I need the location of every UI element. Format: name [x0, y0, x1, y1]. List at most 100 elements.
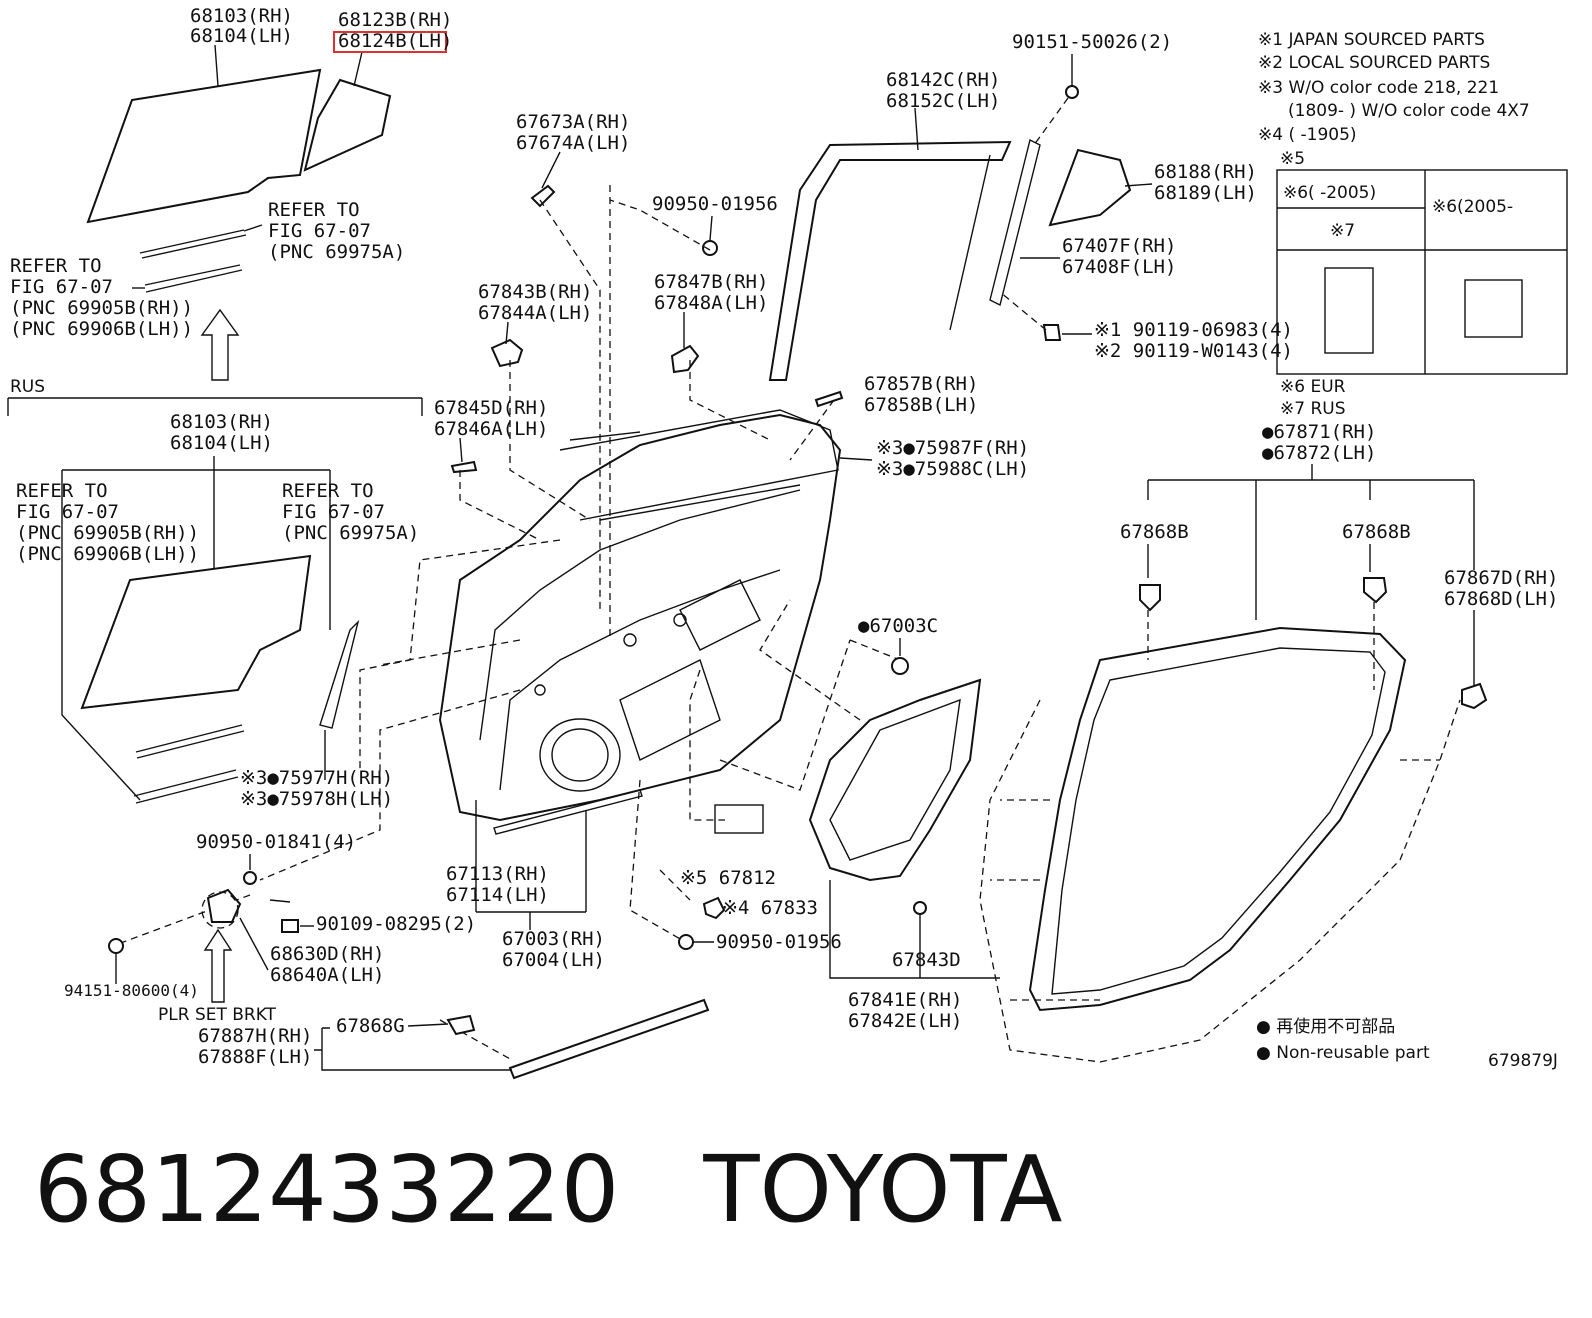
door-frame-moulding[interactable]	[768, 140, 1012, 381]
refer-to-label-d: REFER TO	[282, 480, 374, 502]
bolt-90119-icon[interactable]	[1042, 324, 1062, 341]
label-67844a-lh: 67844A(LH)	[478, 302, 592, 324]
quarter-glass-right[interactable]	[1048, 148, 1132, 227]
clip-67868b-b-icon[interactable]	[1363, 577, 1388, 604]
label-90950-01841: 90950-01841(4)	[196, 831, 356, 853]
label-67868b-b: 67868B	[1342, 521, 1411, 543]
label-67113-rh: 67113(RH)	[446, 863, 549, 885]
rus-door-glass[interactable]	[80, 554, 312, 710]
label-68640a-lh: 68640A(LH)	[270, 964, 384, 986]
label-90950-01956-a: 90950-01956	[652, 193, 778, 215]
label-67847b-rh: 67847B(RH)	[654, 271, 768, 293]
clip-67845d-icon[interactable]	[450, 460, 478, 474]
pnc-label-d: (PNC 69975A)	[282, 522, 419, 544]
highlight-box-68124b	[333, 31, 447, 53]
part-number: 6812433220	[34, 1136, 620, 1243]
door-glass-main[interactable]	[86, 68, 322, 224]
rear-door-glass-group	[86, 44, 392, 381]
label-67003c: ●67003C	[858, 615, 938, 637]
fig-label-d: FIG 67-07	[282, 501, 385, 523]
label-67887h-rh: 67887H(RH)	[198, 1025, 312, 1047]
diagram-ref-number: 679879J	[1488, 1051, 1558, 1071]
nut-90950-01956-icon[interactable]	[702, 240, 718, 256]
label-68142c-rh: 68142C(RH)	[886, 69, 1000, 91]
quarter-glass[interactable]	[303, 78, 392, 172]
label-67408f-lh: 67408F(LH)	[1062, 256, 1176, 278]
clip-67833-icon[interactable]	[702, 896, 726, 920]
label-68152c-lh: 68152C(LH)	[886, 90, 1000, 112]
label-68104-lh-rus: 68104(LH)	[170, 432, 273, 454]
screw-90151-icon[interactable]	[1065, 85, 1079, 99]
pnc-label-b1: (PNC 69905B(RH))	[10, 297, 193, 319]
label-67833: ※4 67833	[722, 897, 818, 919]
label-67858b-lh: 67858B(LH)	[864, 394, 978, 416]
label-67867d-rh: 67867D(RH)	[1444, 567, 1558, 589]
rear-door-panel[interactable]	[438, 409, 842, 822]
label-67871-rh: ●67871(RH)	[1262, 421, 1376, 443]
clip-67868b-a-icon[interactable]	[1139, 584, 1161, 612]
label-67812: ※5 67812	[680, 867, 776, 889]
label-67872-lh: ●67872(LH)	[1262, 442, 1376, 464]
rus-glass-strip-a	[135, 724, 245, 759]
clip-67843d-icon[interactable]	[913, 901, 927, 915]
clip-67857b-icon[interactable]	[814, 390, 844, 408]
rocker-moulding[interactable]	[508, 998, 710, 1080]
rus-label: RUS	[10, 377, 45, 397]
nut-90950-01956-b-icon[interactable]	[678, 934, 694, 950]
clip-67867d-icon[interactable]	[1461, 682, 1488, 710]
fig-label-c: FIG 67-07	[16, 501, 119, 523]
svg-text:(1809- ) W/O color code 4: (1809- ) W/O color code 4X7	[1288, 101, 1530, 121]
svg-text:※4 ( -1905): ※4 ( -1905)	[1258, 125, 1357, 145]
label-67114-lh: 67114(LH)	[446, 884, 549, 906]
refer-to-label-b: REFER TO	[10, 255, 102, 277]
rus-label-pad	[1464, 279, 1523, 338]
label-67674a-lh: 67674A(LH)	[516, 132, 630, 154]
clip-67843b-icon[interactable]	[490, 338, 524, 368]
bracket-68630d-icon[interactable]	[206, 888, 242, 923]
label-90151-50026: 90151-50026(2)	[1012, 31, 1172, 53]
label-68124b-lh[interactable]: 68124B(LH)	[338, 30, 452, 52]
label-67673a-rh: 67673A(RH)	[516, 111, 630, 133]
label-90109-08295: 90109-08295(2)	[316, 913, 476, 935]
label-pad-67812	[714, 804, 764, 834]
fig-label-b: FIG 67-07	[10, 276, 113, 298]
label-94151-80600: 94151-80600(4)	[64, 981, 199, 1000]
nut-90950-01841-icon[interactable]	[243, 871, 257, 885]
clip-67847b-icon[interactable]	[670, 344, 700, 374]
door-weatherstrip[interactable]	[1028, 626, 1407, 1012]
label-67843d: 67843D	[892, 949, 961, 971]
clip-67003c-icon[interactable]	[891, 657, 909, 675]
clip-67868g-icon[interactable]	[446, 1014, 476, 1036]
label-67868g: 67868G	[336, 1015, 405, 1037]
door-trim-strip	[319, 619, 360, 729]
pnc-label-c2: (PNC 69906B(LH))	[16, 543, 199, 565]
glass-run-strip-a	[139, 229, 247, 259]
label-68630d-rh: 68630D(RH)	[270, 943, 384, 965]
legend-jp: ● 再使用不可部品	[1256, 1016, 1395, 1037]
label-67841e-rh: 67841E(RH)	[848, 989, 962, 1011]
label-67003-rh: 67003(RH)	[502, 928, 605, 950]
clip-67673a-icon[interactable]	[530, 184, 556, 208]
svg-text:※1 JAPAN SOURCED PARTS: ※1 JAPAN SOURCED PARTS	[1258, 30, 1485, 50]
bolt-90109-icon[interactable]	[281, 919, 299, 933]
svg-text:※7 RUS: ※7 RUS	[1280, 399, 1346, 419]
up-arrow-icon	[200, 308, 240, 381]
nut-94151-icon[interactable]	[108, 938, 124, 954]
label-67868d-lh: 67868D(LH)	[1444, 588, 1558, 610]
label-75978h-lh: ※3●75978H(LH)	[240, 788, 393, 810]
label-75977h-rh: ※3●75977H(RH)	[240, 767, 393, 789]
label-67842e-lh: 67842E(LH)	[848, 1010, 962, 1032]
svg-text:※6( -2005): ※6( -2005)	[1283, 183, 1376, 203]
label-67857b-rh: 67857B(RH)	[864, 373, 978, 395]
label-67846a-lh: 67846A(LH)	[434, 418, 548, 440]
pnc-label-c1: (PNC 69905B(RH))	[16, 522, 199, 544]
label-67845d-rh: 67845D(RH)	[434, 397, 548, 419]
door-trim-board[interactable]	[808, 678, 982, 882]
label-67004-lh: 67004(LH)	[502, 949, 605, 971]
label-67843b-rh: 67843B(RH)	[478, 281, 592, 303]
rus-glass-strip-b	[133, 769, 239, 804]
svg-text:※3 W/O color code 218, 221: ※3 W/O color code 218, 221	[1258, 78, 1499, 98]
bracket-highlight-circle	[201, 891, 239, 929]
eur-label-pad	[1324, 267, 1374, 354]
